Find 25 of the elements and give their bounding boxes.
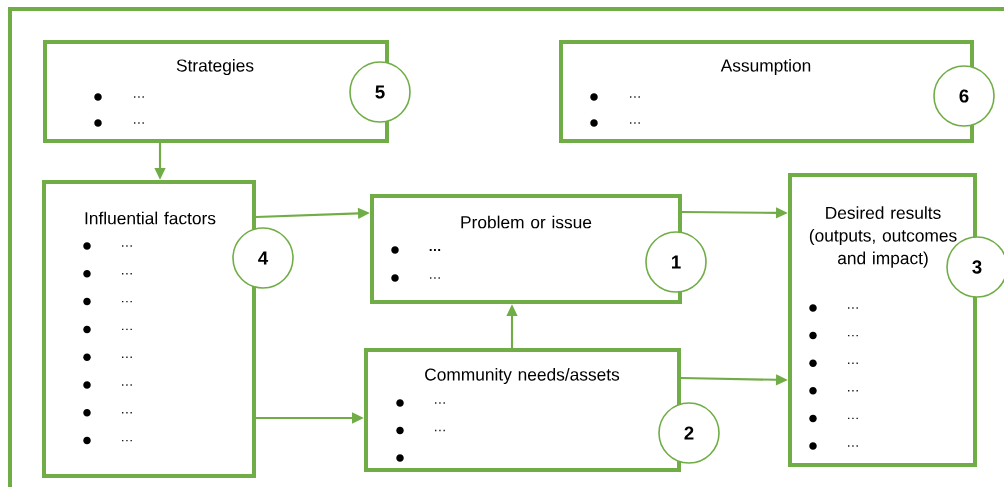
list-item: … <box>396 399 445 407</box>
list-item: … <box>83 270 132 278</box>
list-item: … <box>94 119 144 127</box>
list-item: … <box>94 93 144 101</box>
list-item: … <box>83 436 132 445</box>
list-item: … <box>83 297 132 306</box>
list-item: … <box>83 242 132 250</box>
process-box: Influential factors … … … … … … … … <box>42 180 256 478</box>
list-item: … <box>391 274 440 282</box>
list-item: … <box>809 359 858 367</box>
list-item: … <box>809 331 858 340</box>
list-item: … <box>809 442 858 450</box>
list-item: … <box>809 387 858 395</box>
list-item: … <box>590 93 640 101</box>
list-item: … <box>83 353 132 361</box>
list-item: … <box>83 325 132 334</box>
list-item: … <box>809 414 858 423</box>
list-item: … <box>809 304 858 312</box>
list-item: … <box>396 426 445 435</box>
node-label: 6 <box>959 89 969 103</box>
process-box: Community needs/assets … … <box>364 348 681 472</box>
list-item: … <box>83 381 132 389</box>
list-item: … <box>83 409 132 417</box>
list-item: … <box>391 246 441 254</box>
list-item: … <box>590 119 640 127</box>
